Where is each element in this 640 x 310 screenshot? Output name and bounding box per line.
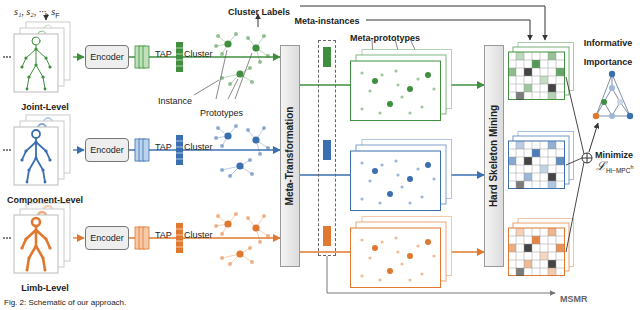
node-text: Encoder <box>90 52 124 63</box>
node-text: Meta-Transformation <box>285 107 295 206</box>
text-label: Component-Level <box>7 188 83 207</box>
component-prototype-cloud <box>214 124 270 178</box>
label-text: Limb-Level <box>21 283 69 293</box>
text-label: Instance <box>158 89 192 108</box>
label-text: s₁, s₂, ···, s <box>14 6 55 17</box>
node-text: Meta-instances <box>294 16 359 26</box>
joint-importance-matrix <box>508 43 574 101</box>
graph-arrow <box>589 123 598 152</box>
label-text: TAP <box>155 49 172 59</box>
meta-instance-box: Meta-instances <box>318 40 336 256</box>
label-text: TAP <box>155 142 172 152</box>
text-label: TAP <box>155 223 172 242</box>
text-label: ℒHi−MPCh <box>596 155 633 174</box>
importance-graph <box>593 71 633 119</box>
label-text: Cluster Labels <box>228 7 290 17</box>
text-label: Meta-prototypes <box>350 26 420 45</box>
text-label: Cluster <box>184 223 213 242</box>
limb-meta-prototypes <box>351 217 452 288</box>
label-text: Instance <box>158 96 192 106</box>
encoder-box: Encoder <box>85 138 129 162</box>
label-text: TAP <box>155 230 172 240</box>
ellipsis-dots <box>3 56 11 239</box>
joint-prototype-cloud <box>214 32 270 86</box>
node-text: Hard Skeleton Mining <box>489 105 499 207</box>
limb-prototype-cloud <box>214 212 270 266</box>
label-text: Cluster <box>184 142 213 152</box>
text-label: TAP <box>155 42 172 61</box>
sum-symbol <box>582 153 592 163</box>
figure-caption: Fig. 2: Schematic of our approach. <box>4 298 126 307</box>
node-text: Encoder <box>90 233 124 244</box>
label-text: Informative Importance <box>584 38 633 67</box>
subscript-text: Hi−MPC <box>606 167 630 174</box>
label-text: ℒ <box>596 159 606 173</box>
text-label: Joint-Level <box>21 95 69 114</box>
subscript-text: F <box>55 12 59 19</box>
text-label: Prototypes <box>200 101 243 120</box>
label-text: Component-Level <box>7 195 83 205</box>
label-text: Prototypes <box>200 108 243 118</box>
node-text: Encoder <box>90 145 124 156</box>
text-label: MSMR <box>560 287 588 306</box>
text-label: Limb-Level <box>21 276 69 295</box>
text-label: Cluster Labels <box>228 0 290 19</box>
pooled-feature-bars <box>176 42 183 253</box>
encoder-feature-stacks <box>135 46 149 249</box>
joint-meta-prototypes <box>351 50 452 121</box>
limb-skeleton-sequence <box>14 203 70 273</box>
sum-lines <box>566 77 584 252</box>
module-band: Hard Skeleton Mining <box>484 45 504 267</box>
label-text: MSMR <box>560 294 588 304</box>
component-skeleton-sequence <box>14 115 70 185</box>
component-importance-matrix <box>508 132 574 190</box>
skeleton-to-encoder-arrows <box>73 57 84 238</box>
text-label: TAP <box>155 135 172 154</box>
joint-skeleton-sequence <box>14 22 70 92</box>
text-label: Cluster <box>184 135 213 154</box>
label-text: Joint-Level <box>21 102 69 112</box>
text-label: Cluster <box>184 42 213 61</box>
text-label: Informative Importance <box>579 31 637 69</box>
superscript-text: h <box>630 164 633 170</box>
encoder-box: Encoder <box>85 226 129 250</box>
limb-importance-matrix <box>508 219 574 277</box>
meta-instance-bars <box>323 47 331 246</box>
encoder-box: Encoder <box>85 45 129 69</box>
label-text: Cluster <box>184 230 213 240</box>
msmr-arrow <box>327 256 555 293</box>
text-label: s₁, s₂, ···, sF <box>14 0 59 19</box>
module-band: Meta-Transformation <box>280 45 300 267</box>
label-text: Cluster <box>184 49 213 59</box>
label-text: Minimize <box>595 150 633 160</box>
label-text: Meta-prototypes <box>350 33 420 43</box>
component-meta-prototypes <box>351 140 452 211</box>
